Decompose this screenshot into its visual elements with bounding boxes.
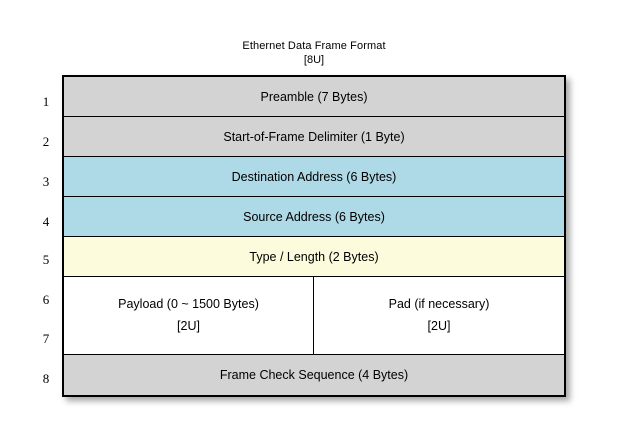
frame-field-sublabel: [2U] [177,318,200,333]
frame-field-sublabel: [2U] [427,318,451,333]
ethernet-frame-table: Preamble (7 Bytes) Start-of-Frame Delimi… [62,75,566,397]
frame-field-label: Pad (if necessary) [388,296,490,311]
row-number-3: 3 [42,174,50,189]
frame-field-preamble: Preamble (7 Bytes) [64,77,564,117]
frame-field-source-address: Source Address (6 Bytes) [64,197,564,237]
row-number-4: 4 [42,214,50,229]
frame-field-label: Frame Check Sequence (4 Bytes) [219,368,409,382]
row-number-5: 5 [42,252,50,267]
frame-field-label: Type / Length (2 Bytes) [249,249,379,264]
row-number-8: 8 [42,371,50,386]
diagram-title-block: Ethernet Data Frame Format [8U] [62,40,566,68]
row-number-2: 2 [42,134,50,149]
frame-field-frame-check-sequence: Frame Check Sequence (4 Bytes) [64,355,564,395]
frame-field-label: Destination Address (6 Bytes) [231,169,397,184]
frame-field-destination-address: Destination Address (6 Bytes) [64,157,564,197]
row-number-7: 7 [42,331,50,346]
frame-field-label: Source Address (6 Bytes) [243,209,385,224]
diagram-subtitle: [8U] [303,53,325,66]
frame-field-start-of-frame-delimiter: Start-of-Frame Delimiter (1 Byte) [64,117,564,157]
frame-field-payload-pad: Payload (0 ~ 1500 Bytes) [2U] Pad (if ne… [64,277,564,355]
frame-field-label: Payload (0 ~ 1500 Bytes) [118,296,259,311]
frame-field-payload: Payload (0 ~ 1500 Bytes) [2U] [64,277,314,354]
frame-field-type-length: Type / Length (2 Bytes) [64,237,564,277]
frame-field-pad: Pad (if necessary) [2U] [314,277,564,354]
frame-field-label: Start-of-Frame Delimiter (1 Byte) [223,129,405,144]
row-number-6: 6 [42,292,50,307]
frame-field-label: Preamble (7 Bytes) [260,89,368,104]
diagram-title: Ethernet Data Frame Format [242,40,386,52]
row-number-1: 1 [42,94,50,109]
